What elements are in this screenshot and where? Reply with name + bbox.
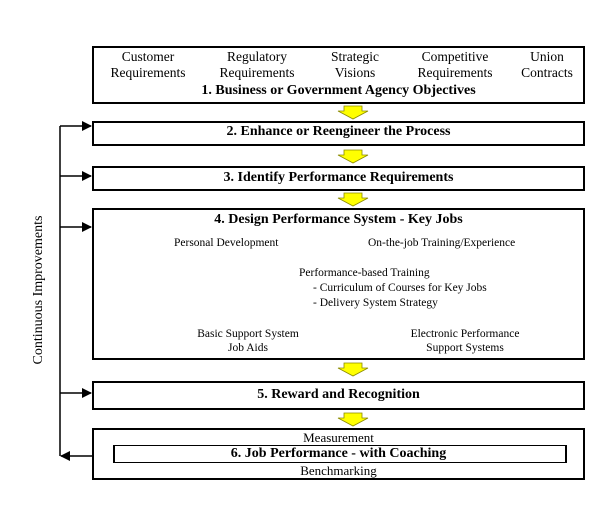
- coaching-bar: [113, 445, 567, 463]
- step-4-title: 4. Design Performance System - Key Jobs: [214, 212, 463, 227]
- step-5-title: 5. Reward and Recognition: [257, 387, 420, 402]
- objectives-box: [92, 46, 585, 104]
- epss-label: Electronic Performance Support Systems: [410, 328, 520, 354]
- flow-arrows: [337, 105, 369, 427]
- curriculum-label: - Curriculum of Courses for Key Jobs: [313, 282, 487, 294]
- reward-box: [92, 381, 585, 410]
- performance-training-label: Performance-based Training: [299, 267, 430, 279]
- step-2-title: 2. Enhance or Reengineer the Process: [226, 124, 451, 139]
- arrow-4-to-5: [337, 362, 369, 377]
- driver-competitive: Competitive Requirements: [417, 49, 493, 80]
- driver-strategic: Strategic Visions: [331, 49, 379, 80]
- continuous-improvements-label: Continuous Improvements: [31, 215, 46, 365]
- driver-regulatory: Regulatory Requirements: [219, 49, 295, 80]
- driver-customer: Customer Requirements: [110, 49, 186, 80]
- arrow-2-to-3: [337, 149, 369, 164]
- delivery-strategy-label: - Delivery System Strategy: [313, 297, 438, 309]
- arrow-3-to-4: [337, 192, 369, 207]
- benchmarking-label: Benchmarking: [300, 463, 377, 478]
- basic-support-label: Basic Support System Job Aids: [197, 328, 299, 354]
- measurement-label: Measurement: [303, 430, 374, 445]
- on-the-job-label: On-the-job Training/Experience: [368, 237, 516, 249]
- personal-development-label: Personal Development: [174, 237, 279, 249]
- step-1-title: 1. Business or Government Agency Objecti…: [201, 83, 476, 98]
- arrow-5-to-6: [337, 412, 369, 427]
- driver-union: Union Contracts: [521, 49, 573, 80]
- arrow-1-to-2: [337, 105, 369, 120]
- step-3-title: 3. Identify Performance Requirements: [223, 170, 454, 185]
- design-system-box: [92, 208, 585, 360]
- process-box: [92, 121, 585, 146]
- requirements-box: [92, 166, 585, 191]
- step-6-title: 6. Job Performance - with Coaching: [230, 446, 447, 461]
- continuous-improvement-loop: [59, 121, 92, 461]
